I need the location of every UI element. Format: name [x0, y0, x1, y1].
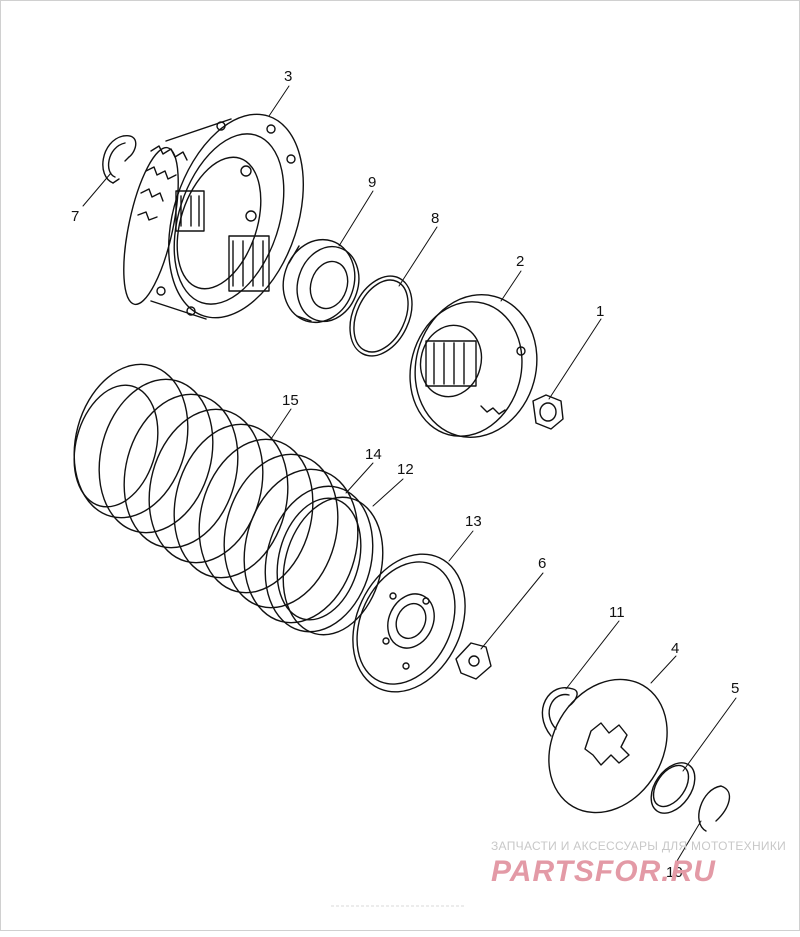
- leader-12: [372, 478, 404, 507]
- callout-10: 10: [666, 864, 683, 881]
- leader-2: [500, 270, 522, 302]
- callout-5: 5: [731, 680, 739, 697]
- watermark: ЗАПЧАСТИ И АКСЕССУАРЫ ДЛЯ МОТОТЕХНИКИ PA…: [491, 839, 786, 888]
- retaining-ring-part-7: [102, 135, 137, 184]
- leader-lines: [82, 85, 737, 862]
- callout-8: 8: [431, 210, 439, 227]
- spring-plate-part-4: [548, 678, 668, 814]
- leader-10: [676, 820, 702, 862]
- friction-plate-part-14: [264, 485, 374, 633]
- callout-1: 1: [596, 303, 604, 320]
- watermark-logo: PARTSFOR.RU: [491, 855, 716, 888]
- leader-15: [270, 408, 292, 440]
- leader-1: [548, 318, 602, 400]
- leader-5: [682, 697, 737, 772]
- leader-11: [565, 620, 620, 690]
- nut-part-1: [532, 394, 564, 430]
- leader-3: [268, 85, 290, 117]
- leader-6: [480, 572, 544, 650]
- callout-15: 15: [282, 392, 299, 409]
- callout-12: 12: [397, 461, 414, 478]
- callout-14: 14: [365, 446, 382, 463]
- retaining-ring-part-10: [698, 785, 731, 832]
- leader-8: [398, 226, 438, 287]
- callout-4: 4: [671, 640, 679, 657]
- clutch-shell-part-3: [123, 113, 305, 320]
- pressure-plate-part-13: [352, 553, 466, 693]
- leader-9: [338, 190, 374, 247]
- leader-4: [650, 655, 677, 684]
- snap-ring-part-11: [541, 687, 578, 737]
- callout-2: 2: [516, 253, 524, 270]
- callout-11: 11: [609, 604, 625, 621]
- callout-6: 6: [538, 555, 546, 572]
- clutch-plate-stack-part-15: [73, 363, 359, 624]
- callout-labels: 1 2 3 4 5 6 7 8 9 10 11 12 13 14 15: [71, 68, 739, 881]
- snap-ring-part-8: [349, 275, 413, 357]
- callout-13: 13: [465, 513, 482, 530]
- leader-13: [448, 530, 474, 562]
- callout-3: 3: [284, 68, 292, 85]
- bearing-part-9: [282, 238, 360, 324]
- clutch-hub-part-2: [409, 294, 538, 438]
- leader-14: [345, 462, 374, 494]
- diaphragm-spring-part-5: [650, 762, 696, 814]
- watermark-tagline: ЗАПЧАСТИ И АКСЕССУАРЫ ДЛЯ МОТОТЕХНИКИ: [491, 839, 786, 853]
- callout-9: 9: [368, 174, 376, 191]
- friction-plate-part-12: [282, 496, 384, 636]
- callout-7: 7: [71, 208, 79, 225]
- leader-7: [82, 172, 112, 207]
- lock-tab-part-6: [455, 642, 492, 680]
